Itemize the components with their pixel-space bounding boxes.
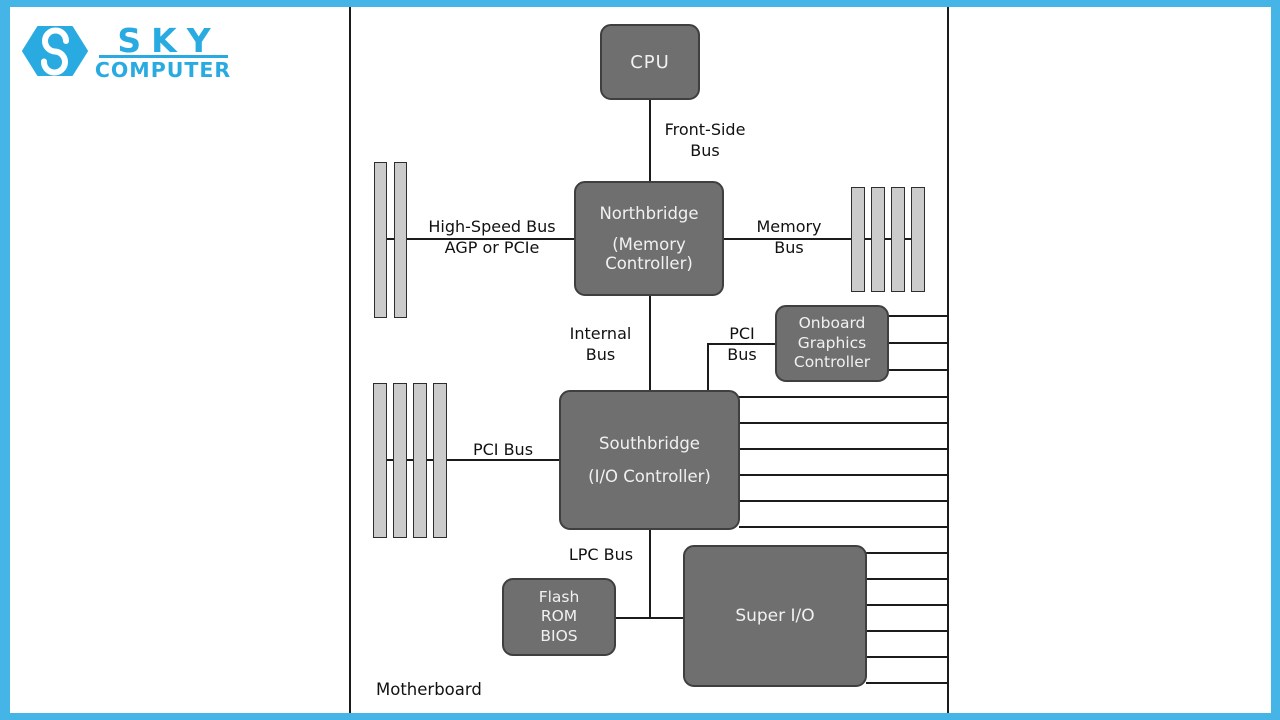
pci-bus-upper-line-h	[707, 343, 775, 345]
memory-bus-label: Memory Bus	[756, 217, 822, 257]
internal-bus-label: Internal Bus	[569, 324, 632, 364]
front-side-bus-label: Front-Side Bus	[664, 120, 746, 160]
southbridge-node: Southbridge (I/O Controller)	[559, 390, 740, 530]
sky-computer-logo-icon	[22, 26, 88, 76]
bus-stub-line	[739, 448, 947, 450]
southbridge-subtitle: (I/O Controller)	[588, 467, 711, 486]
frame-border-bottom	[0, 713, 1280, 720]
northbridge-node: Northbridge (Memory Controller)	[574, 181, 724, 296]
super-io-node: Super I/O	[683, 545, 867, 687]
onboard-graphics-label: Onboard Graphics Controller	[793, 314, 871, 372]
pci-bus-upper-label: PCI Bus	[727, 324, 757, 364]
internal-bus-line	[649, 296, 651, 390]
memory-slot-bar	[871, 187, 885, 292]
bus-stub-line	[866, 682, 947, 684]
bus-stub-line	[739, 500, 947, 502]
bus-stub-line	[866, 604, 947, 606]
high-speed-bus-line	[379, 238, 575, 240]
northbridge-subtitle: (Memory Controller)	[605, 235, 693, 273]
frame-border-left	[0, 0, 10, 720]
lpc-bus-line-h	[616, 617, 683, 619]
cpu-node: CPU	[600, 24, 700, 100]
memory-slot-bar	[851, 187, 865, 292]
bus-stub-line	[888, 342, 947, 344]
pci-bus-lower-label: PCI Bus	[472, 440, 534, 459]
bus-stub-line	[866, 552, 947, 554]
right-separator-line	[947, 7, 949, 713]
bus-stub-line	[866, 630, 947, 632]
bus-stub-line	[888, 369, 947, 371]
memory-slot-bar	[911, 187, 925, 292]
onboard-graphics-node: Onboard Graphics Controller	[775, 305, 889, 382]
northbridge-title: Northbridge	[599, 204, 699, 223]
bus-stub-line	[888, 315, 947, 317]
bus-stub-line	[739, 526, 947, 528]
left-separator-line	[349, 7, 351, 713]
cpu-label: CPU	[630, 51, 670, 73]
high-speed-bus-label: High-Speed Bus AGP or PCIe	[428, 217, 556, 257]
flash-rom-bios-node: Flash ROM BIOS	[502, 578, 616, 656]
pci-slot-bar	[373, 383, 387, 538]
agp-slot-bar	[394, 162, 407, 318]
brand-underline	[99, 55, 228, 58]
frame-border-right	[1271, 0, 1280, 720]
memory-slot-bar	[891, 187, 905, 292]
bus-stub-line	[739, 474, 947, 476]
motherboard-caption: Motherboard	[376, 680, 482, 699]
bus-stub-line	[739, 396, 947, 398]
agp-slot-bar	[374, 162, 387, 318]
memory-bus-line	[724, 238, 920, 240]
frame-border-top	[0, 0, 1280, 7]
brand-name-sky: SKY	[117, 21, 221, 60]
flash-rom-bios-label: Flash ROM BIOS	[538, 587, 580, 645]
pci-slot-bar	[433, 383, 447, 538]
bus-stub-line	[866, 656, 947, 658]
lpc-bus-line-v	[649, 530, 651, 618]
pci-bus-upper-line-v	[707, 343, 709, 391]
pci-bus-lower-line	[379, 459, 559, 461]
brand-name-computer: COMPUTER	[94, 58, 232, 82]
southbridge-title: Southbridge	[599, 434, 700, 453]
pci-slot-bar	[413, 383, 427, 538]
pci-slot-bar	[393, 383, 407, 538]
super-io-label: Super I/O	[735, 606, 815, 626]
lpc-bus-label: LPC Bus	[568, 545, 634, 564]
bus-stub-line	[866, 578, 947, 580]
front-side-bus-line	[649, 100, 651, 181]
bus-stub-line	[739, 422, 947, 424]
